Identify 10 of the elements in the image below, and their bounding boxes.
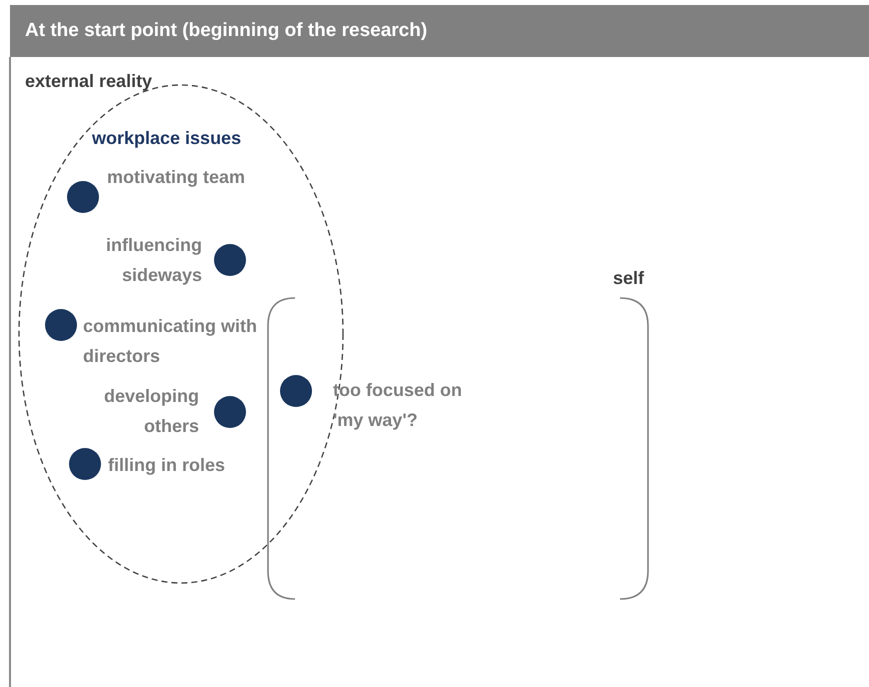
item-label: developing others bbox=[102, 385, 199, 438]
section-heading: self bbox=[613, 268, 644, 289]
item-label: too focused on 'my way'? bbox=[333, 379, 463, 432]
item-label: motivating team bbox=[107, 166, 246, 189]
item-label: influencing sideways bbox=[105, 234, 202, 287]
item-label: communicating with directors bbox=[83, 315, 258, 368]
item-label: filling in roles bbox=[108, 454, 226, 477]
area-heading: external reality bbox=[25, 71, 152, 92]
title-bar: At the start point (beginning of the research) bbox=[10, 5, 869, 57]
group-heading: workplace issues bbox=[92, 128, 242, 149]
